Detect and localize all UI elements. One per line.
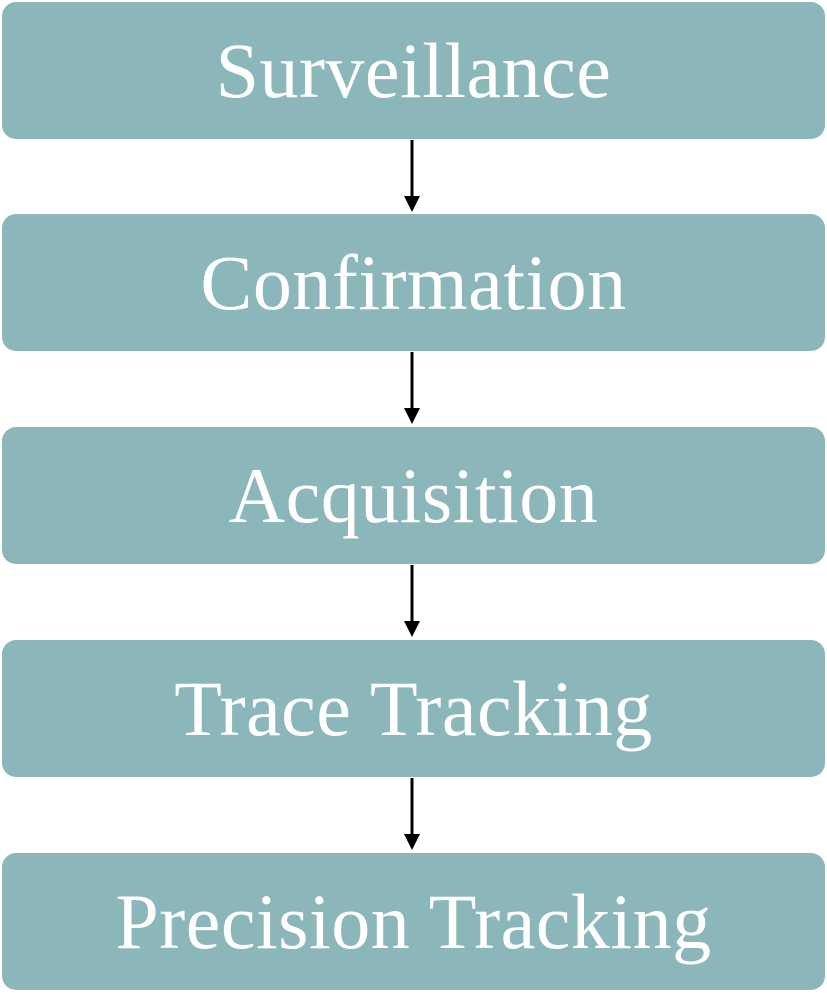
stage-box-surveillance: Surveillance	[2, 2, 825, 139]
stage-box-confirmation: Confirmation	[2, 214, 825, 351]
stage-box-trace-tracking: Trace Tracking	[2, 640, 825, 777]
arrow-down-icon	[402, 565, 422, 639]
stage-label: Surveillance	[215, 26, 612, 114]
stage-label: Acquisition	[228, 451, 599, 539]
arrow-down-icon	[402, 352, 422, 426]
arrow-down-icon	[402, 140, 422, 214]
stage-label: Trace Tracking	[174, 664, 653, 752]
stage-label: Precision Tracking	[115, 877, 712, 965]
stage-box-acquisition: Acquisition	[2, 427, 825, 564]
stage-label: Confirmation	[200, 238, 627, 326]
stage-box-precision-tracking: Precision Tracking	[2, 853, 825, 990]
arrow-down-icon	[402, 778, 422, 852]
